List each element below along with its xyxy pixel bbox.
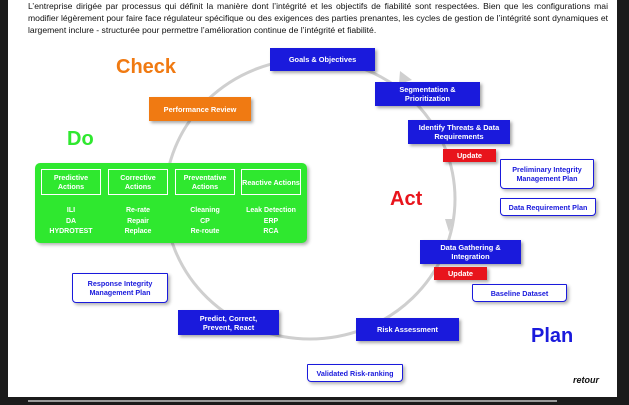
segmentation-box[interactable]: Segmentation & Prioritization [375,82,480,106]
retour-link[interactable]: retour [573,375,600,385]
identify-threats-box[interactable]: Identify Threats & Data Requirements [408,120,510,144]
reactive-actions-list: Leak Detection ERP RCA [238,206,304,238]
phase-check: Check [116,56,177,78]
action-item: DA [65,217,77,225]
frame-bottom [8,397,617,405]
ring-arrow-top [399,71,412,84]
action-item: CP [200,217,210,225]
predictive-actions-list: ILI DA HYDROTEST [38,206,104,238]
action-item: HYDROTEST [49,228,93,235]
risk-assessment-box[interactable]: Risk Assessment [356,318,459,341]
response-plan-doc[interactable]: Response Integrity Management Plan [72,273,168,303]
predict-correct-box[interactable]: Predict, Correct, Prevent, React [178,310,279,335]
action-item: Cleaning [190,207,220,214]
preliminary-plan-doc[interactable]: Preliminary Integrity Management Plan [500,159,594,189]
action-item: Re-route [190,228,220,235]
update-button-1[interactable]: Update [443,149,496,162]
action-item: ERP [263,217,279,225]
actions-panel: Predictive Actions Corrective Actions Pr… [35,163,307,243]
baseline-dataset-doc[interactable]: Baseline Dataset [472,284,567,302]
action-item: Re-rate [125,207,151,214]
phase-plan: Plan [531,325,574,347]
reactive-actions-card[interactable]: Reactive Actions [241,169,301,195]
action-item: Replace [124,228,152,235]
frame-left [0,0,8,405]
action-item: RCA [263,228,279,235]
data-gathering-box[interactable]: Data Gathering & Integration [420,240,521,264]
performance-review-box[interactable]: Performance Review [149,97,251,121]
action-item: ILI [66,207,76,214]
ring-arrow-right [445,219,453,232]
action-item: Repair [127,217,149,225]
intro-paragraph: L’entreprise dirigée par processus qui d… [28,1,608,36]
frame-right [617,0,629,405]
preventative-actions-card[interactable]: Preventative Actions [175,169,235,195]
preventative-actions-list: Cleaning CP Re-route [172,206,238,238]
validated-risk-ranking-doc[interactable]: Validated Risk-ranking [307,364,403,382]
goals-objectives-box[interactable]: Goals & Objectives [270,48,375,71]
update-button-2[interactable]: Update [434,267,487,280]
data-requirement-plan-doc[interactable]: Data Requirement Plan [500,198,596,216]
predictive-actions-card[interactable]: Predictive Actions [41,169,101,195]
corrective-actions-list: Re-rate Repair Replace [105,206,171,238]
phase-act: Act [390,188,423,210]
frame-bottom-line [28,400,557,402]
phase-do: Do [67,128,94,150]
action-item: Leak Detection [246,207,296,214]
corrective-actions-card[interactable]: Corrective Actions [108,169,168,195]
